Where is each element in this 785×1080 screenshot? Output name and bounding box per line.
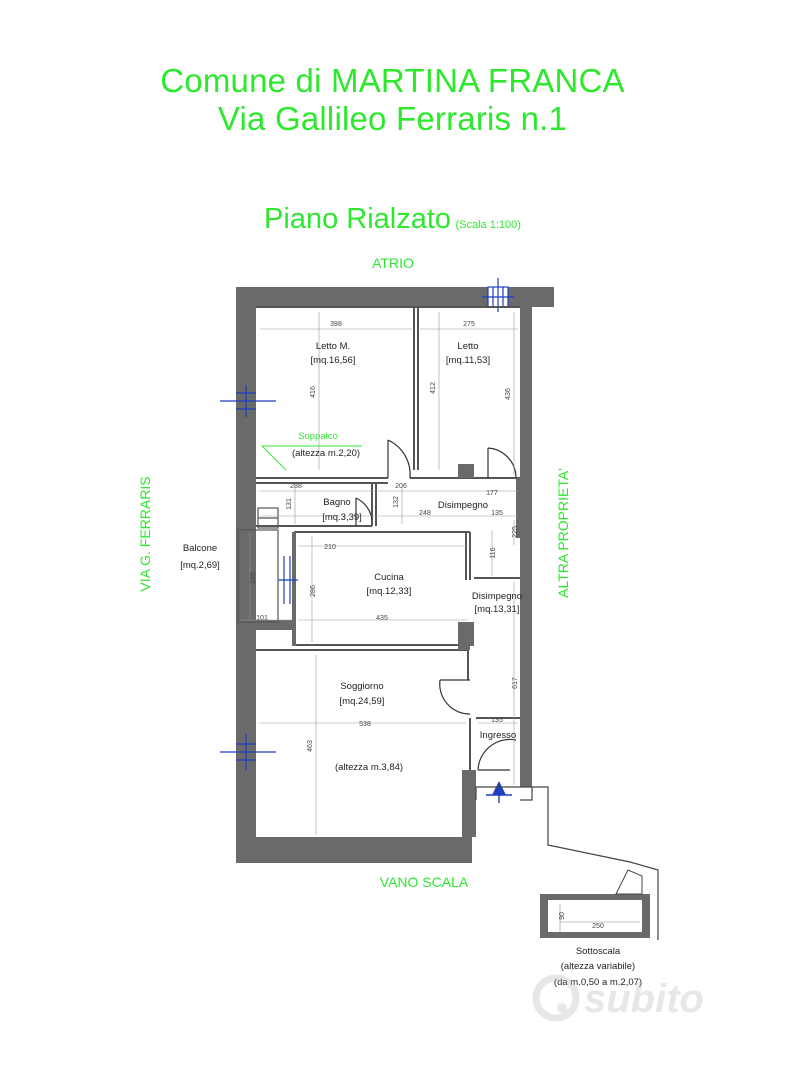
window-letto-m <box>220 385 276 417</box>
dim-label: 131 <box>286 498 293 510</box>
room-soggiorno-name: Soggiorno <box>340 681 383 692</box>
room-letto-m-area: [mq.16,56] <box>311 355 356 366</box>
label-altra-proprieta: ALTRA PROPRIETA' <box>555 468 571 598</box>
label-via-ferraris: VIA G. FERRARIS <box>137 476 153 591</box>
sottoscala-box <box>540 869 650 938</box>
plan-scale: (Scala 1:100) <box>455 219 521 231</box>
dimension-labels: 398 275 416 412 436 288 206 177 131 132 … <box>250 321 604 930</box>
wall-blocks <box>236 464 522 650</box>
room-disimpegno2-name: Disimpegno <box>472 591 522 602</box>
room-letto-name: Letto <box>457 341 478 352</box>
balcony <box>237 507 279 623</box>
dim-label: 116 <box>490 547 497 558</box>
dim-label: 210 <box>324 544 336 551</box>
dim-label: 412 <box>430 382 437 394</box>
title-municipality: Comune di MARTINA FRANCA <box>160 62 625 99</box>
room-sottoscala-height: (altezza variabile) <box>561 961 635 972</box>
room-cucina-name: Cucina <box>374 572 404 583</box>
window-cucina <box>278 556 298 604</box>
room-letto-area: [mq.11,53] <box>446 355 490 366</box>
dim-label: 225 <box>512 526 519 538</box>
room-labels: Letto M. [mq.16,56] Letto [mq.11,53] Sop… <box>180 341 642 988</box>
dim-label: 135 <box>491 717 503 724</box>
room-soppalco-height: (altezza m.2,20) <box>292 448 360 459</box>
entrance-marker <box>486 781 512 803</box>
room-sottoscala-range: (da m.0,50 a m.2,07) <box>554 977 642 988</box>
plan-title: Piano Rialzato <box>264 203 452 235</box>
window-soggiorno <box>220 734 276 770</box>
room-ingresso-name: Ingresso <box>480 730 516 741</box>
room-soggiorno-height: (altezza m.3,84) <box>335 762 403 773</box>
dim-label: 177 <box>486 490 498 497</box>
dim-label: 288 <box>290 483 302 490</box>
room-letto-m-name: Letto M. <box>316 341 350 352</box>
dim-label: 250 <box>592 923 604 930</box>
room-balcone-area: [mq.2,69] <box>180 560 220 571</box>
dim-label: 132 <box>393 496 400 508</box>
dim-label: 248 <box>419 510 431 517</box>
mezzanine-outline <box>261 445 362 471</box>
doors <box>355 439 517 771</box>
room-bagno-name: Bagno <box>323 497 350 508</box>
dim-label: 538 <box>359 721 371 728</box>
watermark-text: subito <box>584 977 704 1021</box>
dim-label: 101 <box>256 615 268 622</box>
dim-label: 295 <box>250 572 257 584</box>
dim-label: 398 <box>330 321 342 328</box>
room-soggiorno-area: [mq.24,59] <box>340 696 385 707</box>
dim-label: 617 <box>512 677 519 689</box>
stair-outline <box>475 786 659 940</box>
dim-label: 286 <box>310 585 317 597</box>
watermark-logo: subito <box>532 974 704 1022</box>
room-balcone-name: Balcone <box>183 543 217 554</box>
label-atrio: ATRIO <box>372 255 414 271</box>
title-address: Via Gallileo Ferraris n.1 <box>217 100 568 137</box>
dim-label: 90 <box>559 912 566 920</box>
plan-title-group: Piano Rialzato (Scala 1:100) <box>0 203 785 236</box>
room-cucina-area: [mq.12,33] <box>367 586 412 597</box>
label-vano-scala: VANO SCALA <box>380 874 469 890</box>
room-bagno-area: [mq.3,39] <box>322 512 362 523</box>
dim-label: 206 <box>395 483 407 490</box>
room-disimpegno-name: Disimpegno <box>438 500 488 511</box>
room-sottoscala-name: Sottoscala <box>576 946 621 957</box>
dim-label: 275 <box>463 321 475 328</box>
room-disimpegno2-area: [mq.13,31] <box>475 604 520 615</box>
dim-label: 436 <box>505 388 512 400</box>
surroundings-labels: ATRIO VIA G. FERRARIS ALTRA PROPRIETA' V… <box>137 255 571 890</box>
dim-label: 463 <box>307 740 314 752</box>
dim-label: 416 <box>310 386 317 398</box>
dim-label: 435 <box>376 615 388 622</box>
dim-label: 135 <box>491 510 503 517</box>
room-soppalco-name: Soppalco <box>298 431 338 442</box>
dimension-lines <box>240 312 518 835</box>
